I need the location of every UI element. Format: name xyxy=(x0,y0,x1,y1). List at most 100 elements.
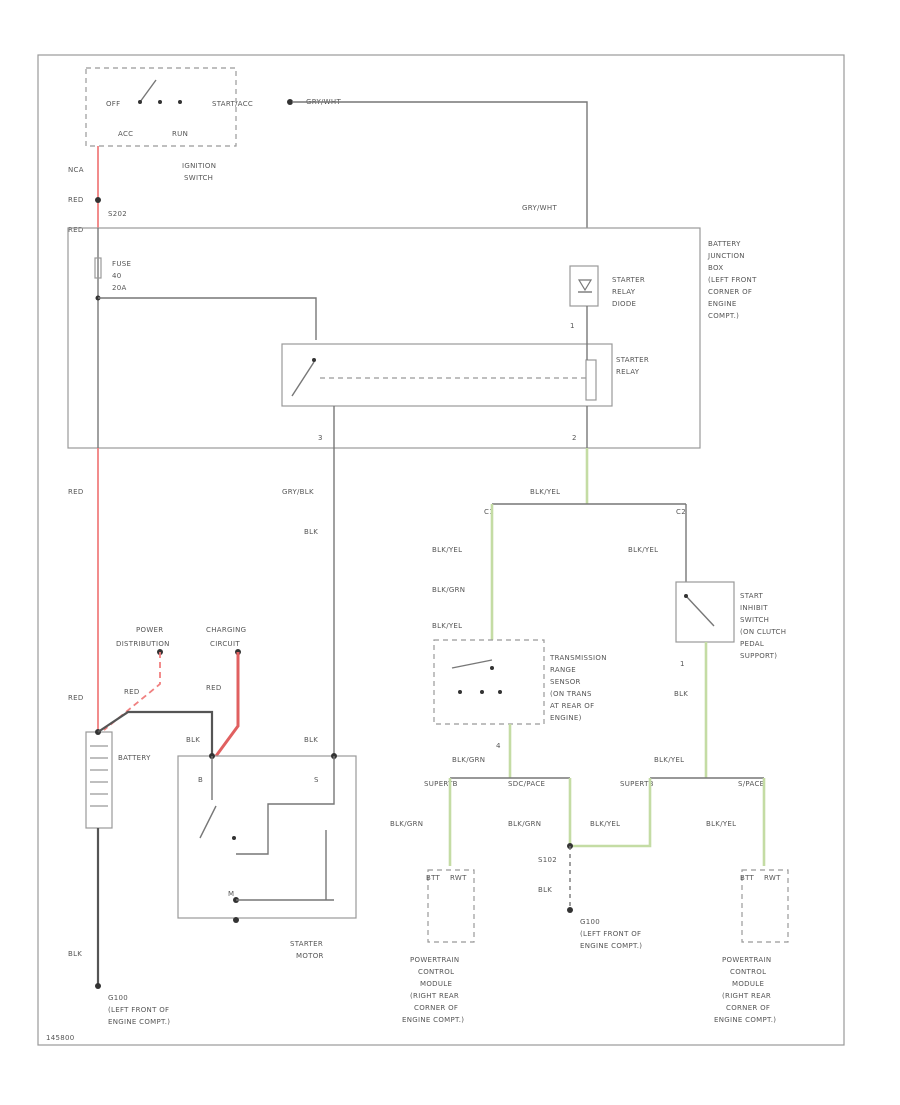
relay-contact-feed-wire xyxy=(98,297,317,340)
c1-label: C1 xyxy=(484,508,494,516)
blk-mid-label: BLK xyxy=(304,528,318,536)
pcm1-label-3: MODULE xyxy=(420,980,452,988)
figure-id: 145800 xyxy=(46,1034,75,1042)
s102-label: S102 xyxy=(538,856,557,864)
charging-label-1: CHARGING xyxy=(206,626,246,634)
bjb-label-2: JUNCTION xyxy=(707,252,745,260)
branch-1-label: SUPERTB xyxy=(424,780,458,788)
red-top-label: RED xyxy=(68,196,84,204)
blk-sis-label: BLK xyxy=(674,690,688,698)
pcm-2-box xyxy=(741,869,789,943)
start-inhibit-switch xyxy=(675,581,735,643)
sis-label-2: INHIBIT xyxy=(740,604,768,612)
sis-label-5: PEDAL xyxy=(740,640,764,648)
pcm2-conn-label: BTT xyxy=(740,874,755,882)
bjb-label-5: CORNER OF xyxy=(708,288,752,296)
battery-positive-cable xyxy=(97,710,214,756)
ignition-switch-contact xyxy=(139,79,157,103)
trs-label-6: ENGINE) xyxy=(550,714,582,722)
gryblk-label: GRY/BLK xyxy=(282,488,314,496)
blkyel-r2-label: BLK/YEL xyxy=(654,756,684,764)
blkyel-l2-label: BLK/YEL xyxy=(432,622,462,630)
pcm1-label-1: POWERTRAIN xyxy=(410,956,459,964)
blk-batt-label: BLK xyxy=(68,950,82,958)
starter-pin-b: B xyxy=(198,776,203,784)
battery-label: BATTERY xyxy=(118,754,151,762)
ign-off-label: OFF xyxy=(106,100,120,108)
pcm2-label-2: CONTROL xyxy=(730,968,766,976)
trs-label-2: RANGE xyxy=(550,666,576,674)
blk-yel-s102-wire xyxy=(570,778,652,848)
pcm2-label-4: (RIGHT REAR xyxy=(722,992,771,1000)
fuse-label-2: 40 xyxy=(112,272,122,280)
starter-pin-s: S xyxy=(314,776,319,784)
pcm2-pin-label: RWT xyxy=(764,874,781,882)
blk-sm-label: BLK xyxy=(186,736,200,744)
pcm1-conn-label: BTT xyxy=(426,874,441,882)
starter-label-1: STARTER xyxy=(290,940,323,948)
relay-pin-3-label: 3 xyxy=(318,434,323,442)
solenoid-winding xyxy=(236,756,335,855)
fuse-40-symbol xyxy=(94,257,102,279)
trs-label-5: AT REAR OF xyxy=(550,702,594,710)
trs-pin-label: 4 xyxy=(496,742,501,750)
battery-cells xyxy=(90,745,108,807)
red-bjb-label: RED xyxy=(68,226,84,234)
starter-relay-diode xyxy=(569,265,599,307)
g100-a-label-2: (LEFT FRONT OF xyxy=(108,1006,169,1014)
pcm2-label-1: POWERTRAIN xyxy=(722,956,771,964)
blk-s-label: BLK xyxy=(304,736,318,744)
starter-label-2: MOTOR xyxy=(296,952,324,960)
relay-label-1: STARTER xyxy=(616,356,649,364)
starter-relay-contact xyxy=(291,361,315,397)
ignition-switch-box xyxy=(85,67,237,147)
pcm2-label-3: MODULE xyxy=(732,980,764,988)
sis-label-4: (ON CLUTCH xyxy=(740,628,786,636)
sis-label-1: START xyxy=(740,592,764,600)
g100-a-label: G100 xyxy=(108,994,128,1002)
trs-label-4: (ON TRANS xyxy=(550,690,592,698)
blk-gnd-label: BLK xyxy=(538,886,552,894)
blkyel-l1-label: BLK/YEL xyxy=(432,546,462,554)
sis-label-3: SWITCH xyxy=(740,616,769,624)
ign-acc-label: ACC xyxy=(118,130,133,138)
pcm1-label-5: CORNER OF xyxy=(414,1004,458,1012)
sis-label-6: SUPPORT) xyxy=(740,652,777,660)
start-inhibit-contact xyxy=(685,595,715,627)
power-dist-label-1: POWER xyxy=(136,626,163,634)
pcm1-label-4: (RIGHT REAR xyxy=(410,992,459,1000)
gry-wht-wire xyxy=(292,101,588,228)
diode-label-3: DIODE xyxy=(612,300,636,308)
starter-pin-m: M xyxy=(228,890,234,898)
fuse-label-3: 20A xyxy=(112,284,127,292)
nca-label: NCA xyxy=(68,166,84,174)
relay-pin-2-label: 2 xyxy=(572,434,577,442)
blkyel-top-label: BLK/YEL xyxy=(530,488,560,496)
transmission-range-sensor xyxy=(433,639,545,725)
g100-b-label: G100 xyxy=(580,918,600,926)
blkyel-r1-label: BLK/YEL xyxy=(628,546,658,554)
red-left-label: RED xyxy=(68,488,84,496)
battery-junction-box xyxy=(67,227,701,449)
g100-b-label-2: (LEFT FRONT OF xyxy=(580,930,641,938)
c2-label: C2 xyxy=(676,508,686,516)
red-charging-wire xyxy=(214,652,240,757)
s202-label: S202 xyxy=(108,210,127,218)
starter-relay-box xyxy=(281,343,613,407)
ignition-switch-label-1: IGNITION xyxy=(182,162,216,170)
pcm-1-box xyxy=(427,869,475,943)
blkyel-r5-label: BLK/YEL xyxy=(706,820,736,828)
bjb-label-3: BOX xyxy=(708,264,723,272)
red-pd-label: RED xyxy=(124,688,140,696)
blkyel-r4-label: BLK/YEL xyxy=(590,820,620,828)
diode-label-2: RELAY xyxy=(612,288,636,296)
diode-pin-label: 1 xyxy=(570,322,575,330)
ground-g100-a xyxy=(95,983,101,989)
branch-2-label: SDC/PACE xyxy=(508,780,545,788)
diode-label-1: STARTER xyxy=(612,276,645,284)
bjb-label-4: (LEFT FRONT xyxy=(708,276,757,284)
ign-run-label: RUN xyxy=(172,130,188,138)
blkgrn-l4-label: BLK/GRN xyxy=(508,820,541,828)
